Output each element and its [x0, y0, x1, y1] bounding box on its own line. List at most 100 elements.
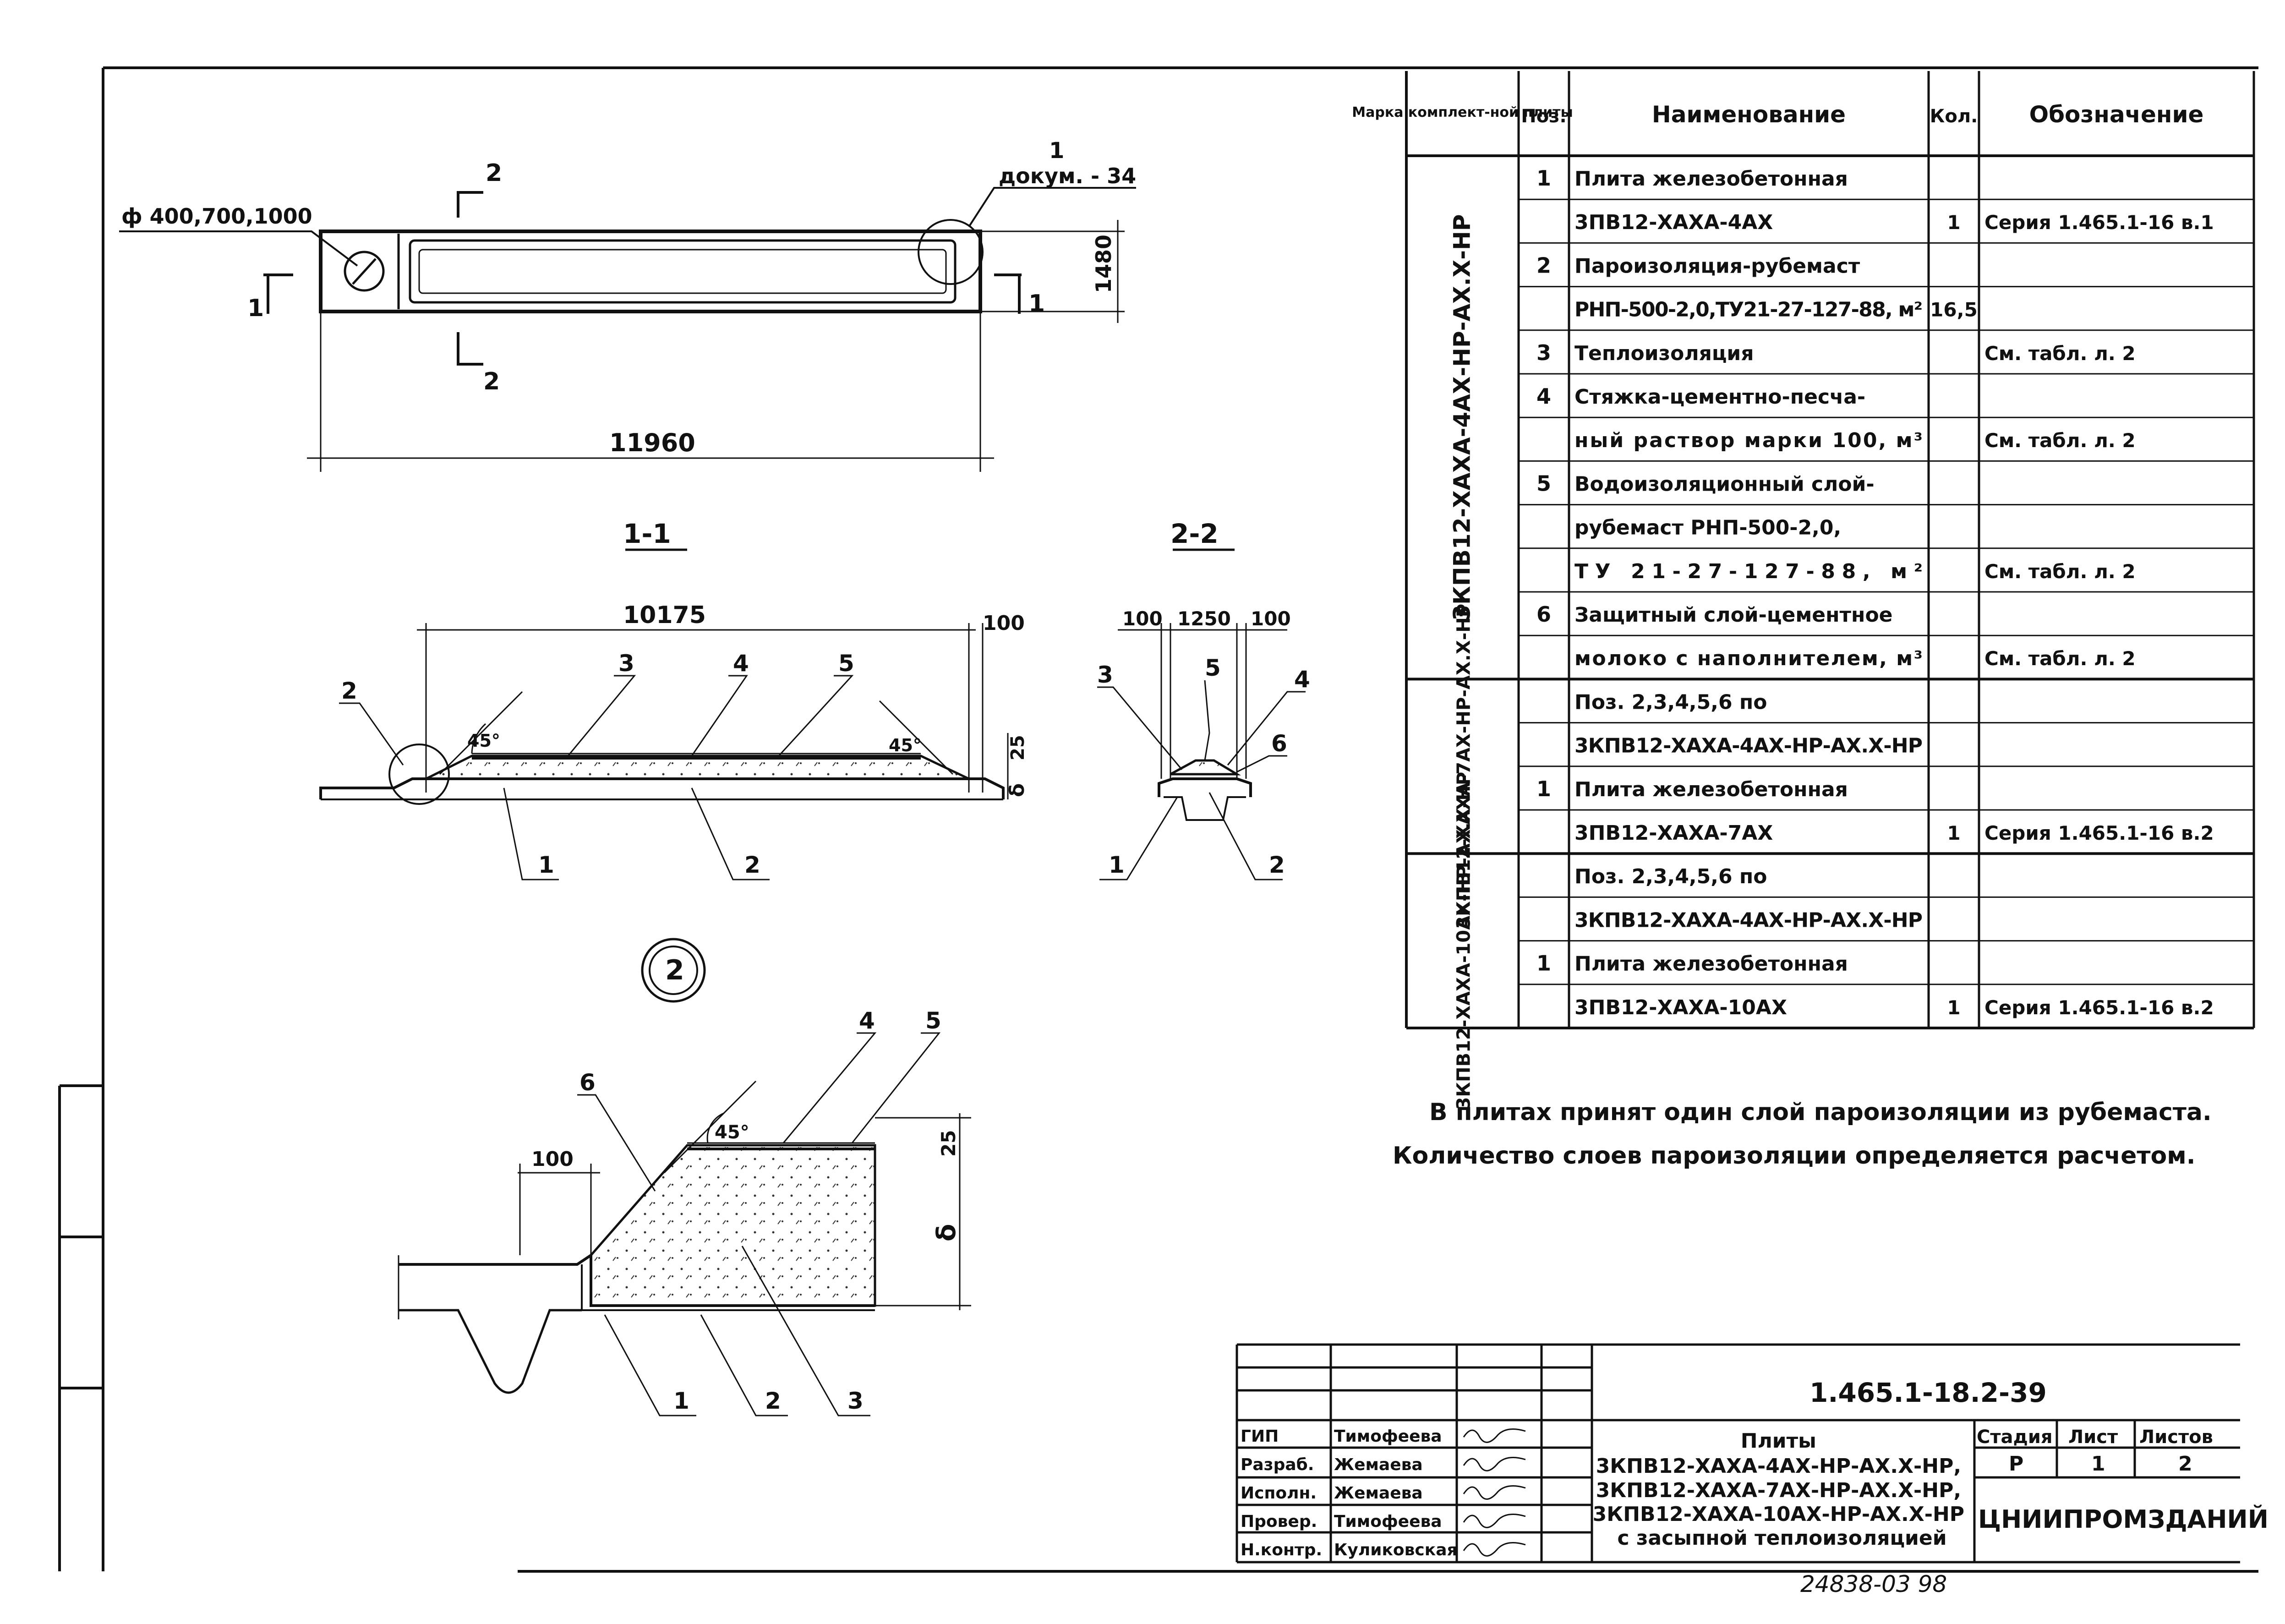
role-label: Разраб. [1241, 1455, 1314, 1474]
node-2-insulation [590, 1144, 876, 1307]
node-2-detail: 2 45° 100 25 δ 6 4 5 1 2 3 [398, 938, 971, 1416]
row-qty: 1 [1947, 211, 1960, 234]
spec-table: Марка комплект-ной плитыПоз.Наименование… [1352, 71, 2255, 1110]
node-2-callout: 4 [859, 1007, 875, 1034]
row-name: Пароизоляция-рубемаст [1574, 254, 1860, 278]
row-name: Плита железобетонная [1574, 167, 1848, 191]
row-name: Плита железобетонная [1574, 952, 1848, 976]
node-2-callout: 3 [847, 1388, 864, 1414]
sheet-header: Лист [2068, 1427, 2118, 1448]
row-qty: 16,5 [1930, 299, 1978, 321]
section-1-callout: 3 [618, 650, 634, 677]
section-2-dim-b: 1250 [1177, 607, 1231, 630]
signature [1463, 1514, 1526, 1528]
sheet-value: 1 [2091, 1452, 2105, 1476]
node-2-angle: 45° [715, 1122, 749, 1143]
section-1-left-label: 1 [247, 295, 264, 322]
group-mark: 3КПВ12-ХАХА-10АХ-НР-АХ.Х-НР [1454, 772, 1475, 1110]
section-2-callout: 1 [1109, 852, 1125, 878]
hole-symbol [344, 251, 385, 292]
role-name: Куликовская [1334, 1541, 1458, 1559]
section-1-length-dim: 10175 [623, 601, 706, 629]
section-2-2: 2-2 100 1250 100 3 5 4 6 1 2 [1097, 518, 1310, 880]
row-name: 3КПВ12-ХАХА-4АХ-НР-АХ.Х-НР [1574, 908, 1923, 932]
node-2-circle-label: 2 [665, 954, 684, 986]
row-pos: 2 [1536, 253, 1551, 278]
row-name: Защитный слой-цементное [1574, 603, 1893, 627]
header-designation: Обозначение [2029, 101, 2204, 128]
row-pos: 3 [1536, 340, 1551, 365]
group-mark: 3КПВ12-ХАХА-4АХ-НР-АХ.Х-НР [1449, 214, 1476, 621]
role-label: Исполн. [1241, 1484, 1317, 1503]
stage-header: Стадия [1977, 1427, 2053, 1448]
section-1-insulation [425, 755, 970, 780]
role-name: Тимофеева [1334, 1512, 1442, 1531]
section-1-end-dim: 100 [983, 612, 1025, 635]
row-designation: См. табл. л. 2 [1984, 647, 2136, 670]
row-designation: Серия 1.465.1-16 в.2 [1984, 996, 2214, 1019]
node-2-callout: 2 [765, 1388, 781, 1414]
sheets-value: 2 [2178, 1452, 2192, 1476]
row-name: Стяжка-цементно-песча- [1574, 385, 1865, 409]
signature [1463, 1428, 1526, 1443]
notes: В плитах принят один слой пароизоляции и… [1393, 1099, 2212, 1170]
archive-number: 24838-03 98 [1800, 1571, 1947, 1597]
header-mark: Марка комплект-ной плиты [1352, 104, 1573, 120]
header-qty: Кол. [1930, 106, 1978, 127]
row-name: 3ПВ12-ХАХА-10АХ [1574, 996, 1787, 1019]
section-2-callout: 4 [1294, 666, 1310, 693]
row-pos: 5 [1536, 471, 1551, 496]
row-name: 3КПВ12-ХАХА-4АХ-НР-АХ.Х-НР [1574, 734, 1923, 758]
section-1-callout: 2 [744, 852, 760, 878]
section-2-dim-c: 100 [1251, 607, 1291, 630]
section-2-bottom-label: 2 [483, 368, 500, 395]
note-line-2: Количество слоев пароизоляции определяет… [1393, 1142, 2196, 1170]
node-ref-number: 1 [1049, 138, 1064, 164]
row-name: ный раствор марки 100, м³ [1574, 429, 1923, 452]
node-1-marker [918, 219, 984, 285]
sheet-frame [58, 66, 2258, 1573]
plan-view: ф 400,700,1000 1 докум. - 34 2 2 1 1 148… [119, 138, 1136, 472]
row-designation: См. табл. л. 2 [1984, 429, 2136, 452]
section-2-2-title: 2-2 [1170, 518, 1219, 549]
section-2-insulation [1170, 759, 1241, 776]
row-name: 3ПВ12-ХАХА-7АХ [1574, 821, 1773, 845]
section-2-callout: 2 [1269, 852, 1285, 878]
drawing-title: Плиты 3КПВ12-ХАХА-4АХ-НР-АХ.Х-НР, 3КПВ12… [1593, 1429, 1972, 1550]
row-name: Поз. 2,3,4,5,6 по [1574, 690, 1767, 714]
row-qty: 1 [1947, 822, 1960, 844]
section-1-node-2-marker [388, 744, 450, 805]
section-1-dim-25: 25 [1007, 735, 1028, 760]
row-name: Теплоизоляция [1574, 342, 1754, 365]
document-number: 1.465.1-18.2-39 [1809, 1377, 2047, 1408]
row-pos: 1 [1536, 776, 1551, 801]
row-pos: 4 [1536, 384, 1551, 409]
section-1-angle-right: 45° [889, 735, 922, 755]
plan-length-dim: 11960 [609, 428, 695, 457]
note-line-1: В плитах принят один слой пароизоляции и… [1429, 1099, 2212, 1126]
role-label: ГИП [1241, 1427, 1279, 1446]
node-2-dim-25: 25 [937, 1130, 960, 1157]
row-name: 3ПВ12-ХАХА-4АХ [1574, 211, 1773, 234]
node-2-callout: 1 [673, 1388, 689, 1414]
section-1-right-label: 1 [1028, 290, 1045, 317]
row-name: Водоизоляционный слой- [1574, 472, 1875, 496]
organization: ЦНИИПРОМЗДАНИЙ [1978, 1505, 2269, 1534]
section-2-dim-a: 100 [1122, 607, 1163, 630]
node-2-callout: 6 [579, 1069, 596, 1096]
row-designation: См. табл. л. 2 [1984, 342, 2136, 365]
row-name: молоко с наполнителем, м³ [1574, 647, 1923, 670]
row-pos: 1 [1536, 951, 1551, 976]
signature [1463, 1485, 1526, 1500]
sheets-header: Листов [2139, 1427, 2213, 1448]
section-2-callout: 3 [1097, 662, 1113, 688]
section-1-callout: 2 [341, 678, 357, 704]
section-1-1: 1-1 10175 100 45° 45° 25 δ 2 3 4 5 [319, 518, 1029, 880]
node-ref-document: докум. - 34 [999, 164, 1136, 188]
section-1-dim-delta: δ [1006, 783, 1029, 797]
node-2-dim-100: 100 [531, 1148, 574, 1171]
node-2-callout: 5 [925, 1007, 941, 1034]
row-designation: Серия 1.465.1-16 в.2 [1984, 822, 2214, 844]
